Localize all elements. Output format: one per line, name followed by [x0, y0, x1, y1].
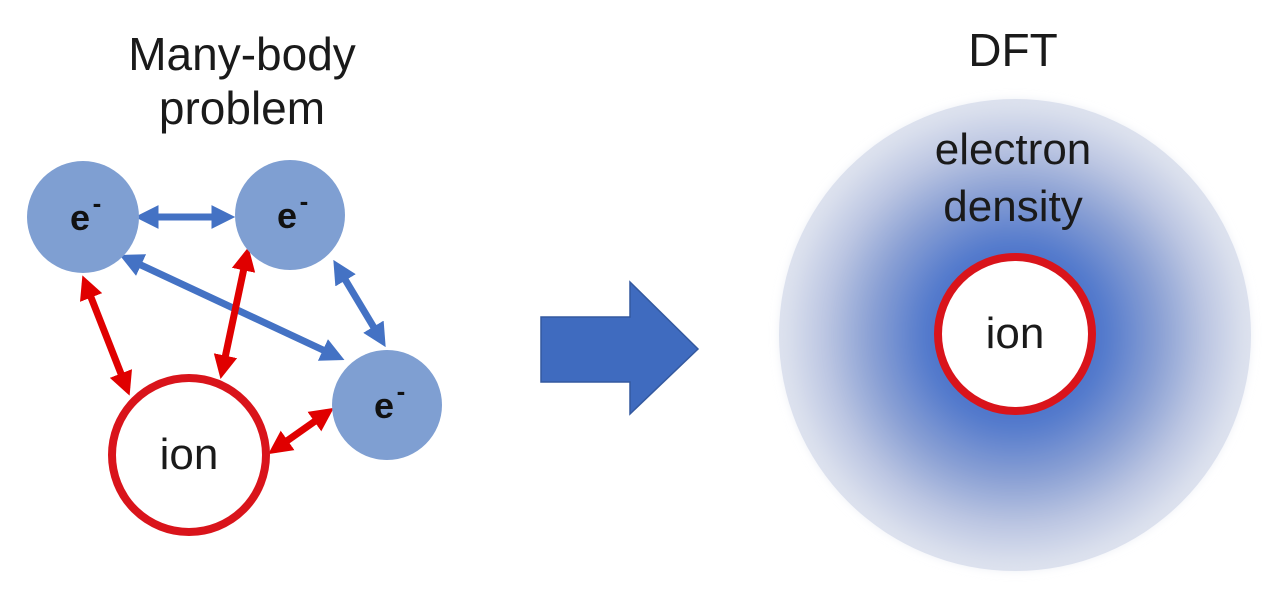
- many-body-title-line2: problem: [159, 82, 325, 134]
- ion-left-label: ion: [160, 430, 219, 479]
- ion-left: ion: [108, 374, 270, 536]
- electron-top-left-charge: -: [93, 188, 102, 218]
- big-right-arrow-icon: [540, 280, 700, 416]
- ion-electron-arrow-right: [268, 407, 334, 455]
- many-body-title-line1: Many-body: [128, 28, 356, 80]
- electron-bottom-right-circle: [332, 350, 442, 460]
- ion-left-ring: [108, 374, 270, 536]
- dft-title: DFT: [968, 24, 1057, 76]
- electron-top-right-circle: [235, 160, 345, 270]
- electron-top-right: e -: [235, 160, 345, 270]
- ion-electron-arrow-middle: [213, 247, 256, 379]
- electron-bottom-right-symbol: e: [374, 385, 394, 426]
- electron-top-left-symbol: e: [70, 197, 90, 238]
- ion-right: ion: [934, 253, 1096, 415]
- ion-right-label: ion: [986, 309, 1045, 358]
- electron-top-right-symbol: e: [277, 195, 297, 236]
- ion-right-ring: [934, 253, 1096, 415]
- dft-panel: DFT electron density ion: [779, 24, 1251, 571]
- electron-bottom-right: e -: [332, 350, 442, 460]
- transition-arrow: [540, 280, 700, 416]
- many-body-panel: Many-body problem e - e - e -: [27, 28, 442, 536]
- ion-electron-arrow-left: [80, 275, 132, 396]
- electron-top-right-charge: -: [300, 186, 309, 216]
- density-label-line1: electron: [935, 125, 1092, 174]
- electron-electron-arrow-right: [333, 259, 386, 348]
- electron-top-left-circle: [27, 161, 139, 273]
- electron-top-left: e -: [27, 161, 139, 273]
- electron-bottom-right-charge: -: [397, 376, 406, 406]
- electron-electron-arrow-diagonal: [119, 254, 345, 361]
- density-label-line2: density: [943, 182, 1082, 231]
